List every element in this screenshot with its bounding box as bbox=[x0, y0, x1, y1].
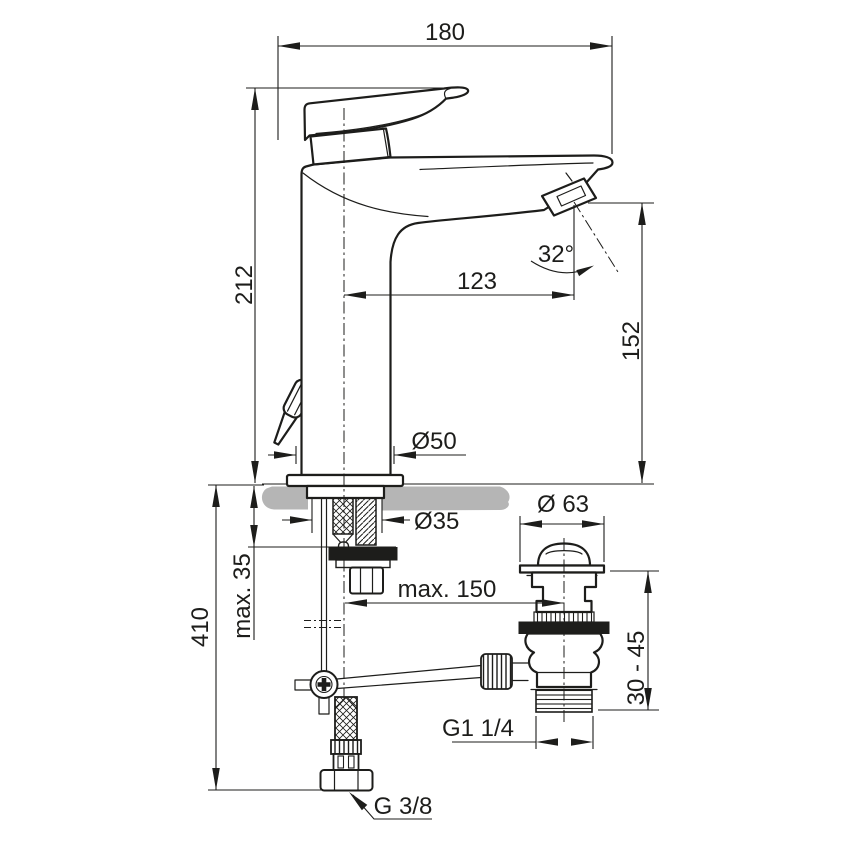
cartridge-collar bbox=[309, 127, 392, 166]
rod-break-marks bbox=[304, 620, 342, 628]
base-plate bbox=[285, 473, 405, 488]
dim-label-180: 180 bbox=[425, 19, 465, 46]
dim-label-d50: Ø50 bbox=[411, 428, 456, 455]
dim-total-depth: 410 bbox=[187, 484, 332, 791]
faucet-body bbox=[273, 86, 614, 500]
mounting-washer bbox=[328, 547, 398, 561]
faucet-lever-handle bbox=[303, 86, 470, 142]
dim-waste-plug-travel: 30 - 45 bbox=[598, 570, 659, 711]
dim-label-152: 152 bbox=[618, 321, 645, 361]
dim-outlet-height: 152 bbox=[588, 202, 654, 483]
dim-height-212: 212 bbox=[231, 87, 452, 483]
supply-hose-lower bbox=[319, 696, 374, 792]
pop-up-pull-rod bbox=[304, 497, 342, 672]
dim-label-max35: max. 35 bbox=[229, 553, 256, 638]
waste-lower-body bbox=[524, 632, 604, 689]
countertop-right-slab bbox=[382, 486, 510, 511]
dim-spout-angle: 32° bbox=[530, 241, 594, 277]
dim-base-diameter: Ø50 bbox=[268, 428, 466, 464]
hose-hex-nut bbox=[319, 769, 374, 792]
dim-label-30-45: 30 - 45 bbox=[623, 631, 650, 706]
dim-label-212: 212 bbox=[231, 265, 258, 305]
counter-hole-edges bbox=[311, 499, 383, 533]
spout-aerator bbox=[540, 172, 598, 217]
dim-label-g114: G1 1/4 bbox=[442, 715, 514, 742]
rod-attachment-knob bbox=[480, 653, 529, 690]
countertop bbox=[261, 483, 654, 511]
threaded-mounting-shank bbox=[355, 497, 377, 546]
mounting-and-supply bbox=[294, 497, 482, 792]
dim-label-g38: G 3/8 bbox=[374, 793, 433, 820]
dim-waste-cap-diameter: Ø 63 bbox=[519, 491, 605, 562]
dim-label-123: 123 bbox=[457, 268, 497, 295]
rod-coupling-cross bbox=[294, 664, 482, 715]
dim-spout-projection: 123 bbox=[344, 205, 575, 300]
spout-inner-curve bbox=[302, 172, 429, 218]
centerlines bbox=[343, 108, 619, 722]
dim-supply-thread: G 3/8 bbox=[349, 792, 432, 820]
dim-label-32deg: 32° bbox=[538, 241, 574, 268]
hose-ferrule bbox=[330, 739, 362, 755]
dim-label-max150: max. 150 bbox=[398, 576, 497, 603]
dim-label-d63: Ø 63 bbox=[537, 491, 589, 518]
dim-label-410: 410 bbox=[187, 607, 214, 647]
spout-inner-top-line bbox=[419, 162, 594, 171]
dim-label-d35: Ø35 bbox=[414, 508, 459, 535]
waste-plug-cap bbox=[518, 542, 606, 577]
pop-up-waste-assembly bbox=[480, 542, 610, 713]
dim-hole-diameter: Ø35 bbox=[282, 508, 459, 535]
base-collar bbox=[305, 484, 386, 500]
dim-overall-width: 180 bbox=[277, 19, 613, 154]
dim-deck-thickness: max. 35 bbox=[229, 486, 396, 640]
dim-rod-travel: max. 150 bbox=[345, 576, 564, 607]
countertop-left-slab bbox=[261, 486, 308, 510]
mounting-nut bbox=[349, 566, 384, 595]
dim-waste-thread: G1 1/4 bbox=[442, 715, 594, 749]
hose-connector-cage bbox=[332, 753, 360, 771]
phillips-screw-icon bbox=[317, 678, 331, 691]
faucet-column-and-spout bbox=[300, 154, 614, 477]
water-jet-angle-line bbox=[573, 201, 619, 273]
